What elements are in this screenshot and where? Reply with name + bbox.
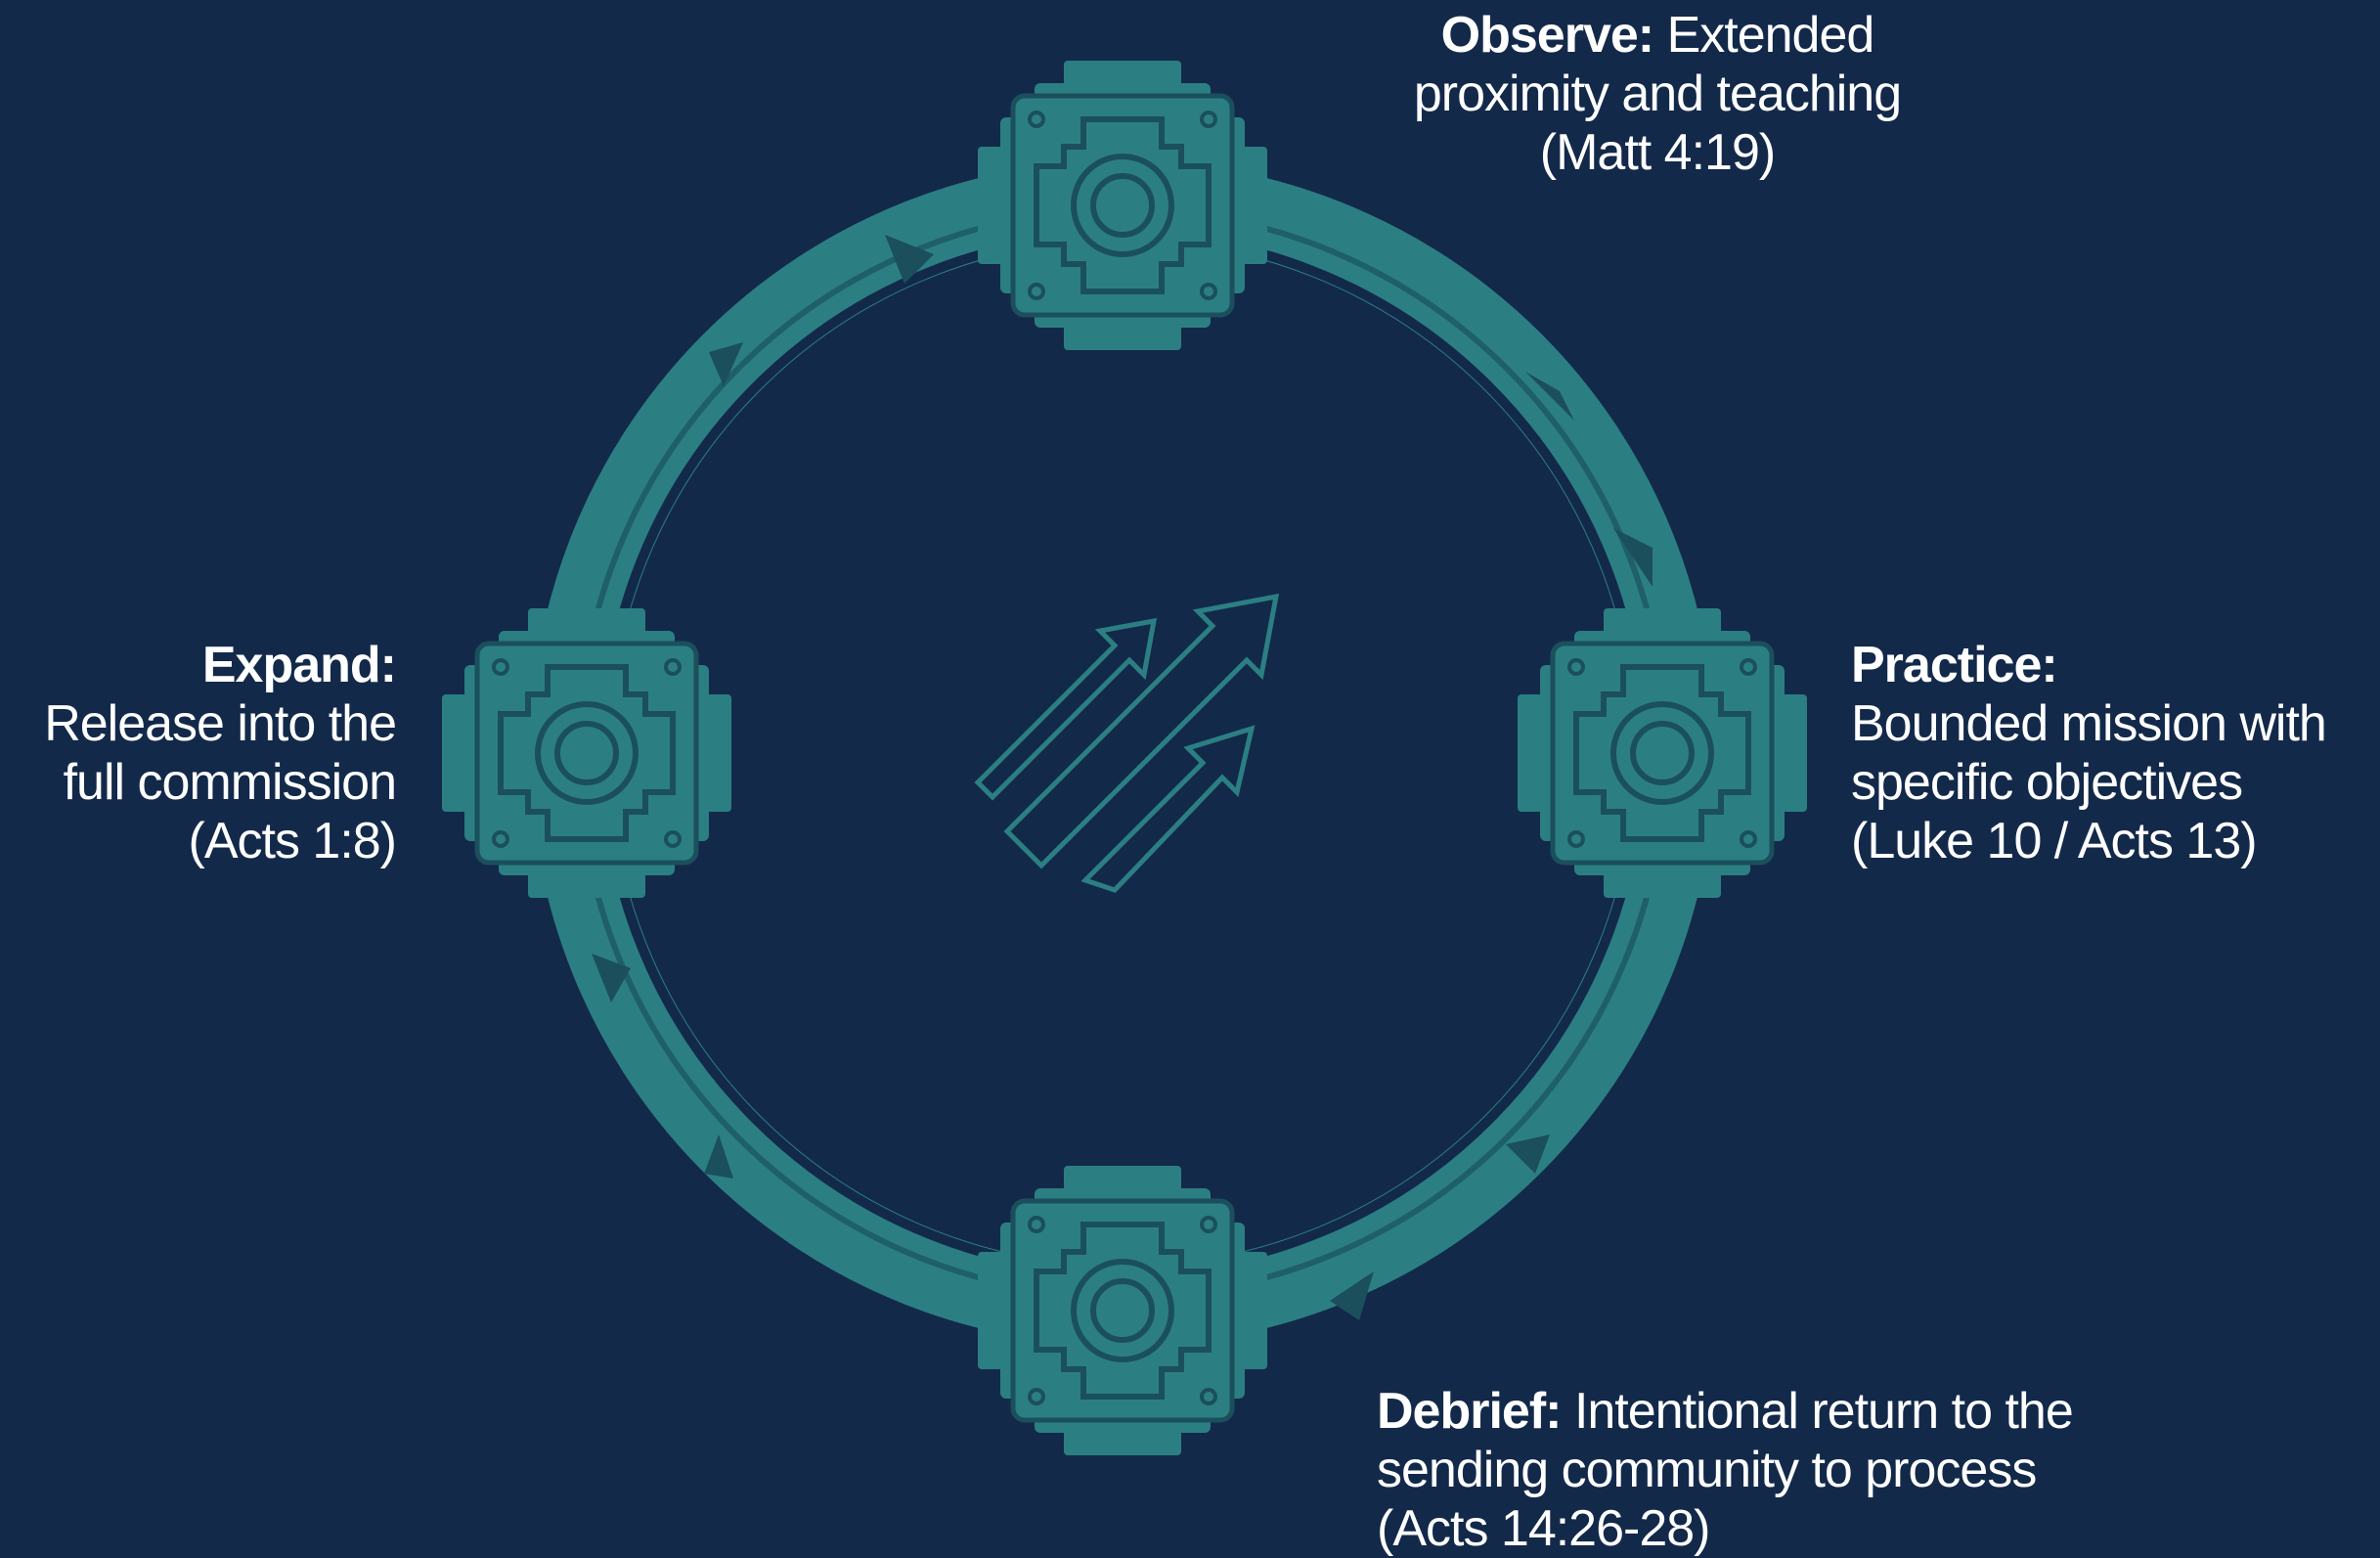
- observe-line1: Extended: [1666, 7, 1875, 64]
- practice-line1: Bounded mission with: [1851, 695, 2327, 752]
- observe-line2: proximity and teaching: [1413, 66, 1902, 122]
- arrow-icon: [1330, 1271, 1374, 1320]
- expand-title: Expand:: [201, 637, 397, 693]
- node-observe-icon: [978, 61, 1267, 350]
- arrow-icon: [1525, 372, 1574, 421]
- node-debrief-icon: [978, 1166, 1267, 1455]
- node-practice-icon: [1518, 608, 1807, 898]
- observe-ref: (Matt 4:19): [1539, 124, 1776, 181]
- arrow-icon: [709, 342, 743, 386]
- arrow-icon: [1613, 528, 1653, 587]
- debrief-title: Debrief:: [1377, 1383, 1562, 1440]
- debrief-label: Debrief: Intentional return to the sendi…: [1377, 1382, 2257, 1558]
- debrief-line1: Intentional return to the: [1573, 1383, 2074, 1440]
- arrow-icon: [704, 1135, 733, 1179]
- expand-line1: Release into the: [44, 695, 397, 752]
- practice-title: Practice:: [1851, 637, 2058, 693]
- practice-line2: specific objectives: [1851, 754, 2243, 811]
- observe-title: Observe:: [1440, 7, 1654, 64]
- arrow-icon: [592, 954, 631, 1002]
- expand-label: Expand: Release into the full commission…: [0, 636, 398, 870]
- debrief-ref: (Acts 14:26-28): [1377, 1500, 1711, 1557]
- practice-label: Practice: Bounded mission with specific …: [1851, 636, 2379, 870]
- multiple-upward-arrows-icon: [974, 593, 1280, 893]
- observe-label: Observe: Extended proximity and teaching…: [1364, 6, 1951, 182]
- arrow-icon: [885, 235, 934, 284]
- expand-ref: (Acts 1:8): [188, 813, 398, 869]
- node-expand-icon: [442, 608, 731, 898]
- flow-arrow-icons: [592, 235, 1653, 1320]
- arrow-icon: [1506, 1135, 1550, 1174]
- expand-line2: full commission: [63, 754, 397, 811]
- practice-ref: (Luke 10 / Acts 13): [1851, 813, 2258, 869]
- cycle-ring: [530, 160, 1715, 1346]
- debrief-line2: sending community to process: [1377, 1442, 2037, 1498]
